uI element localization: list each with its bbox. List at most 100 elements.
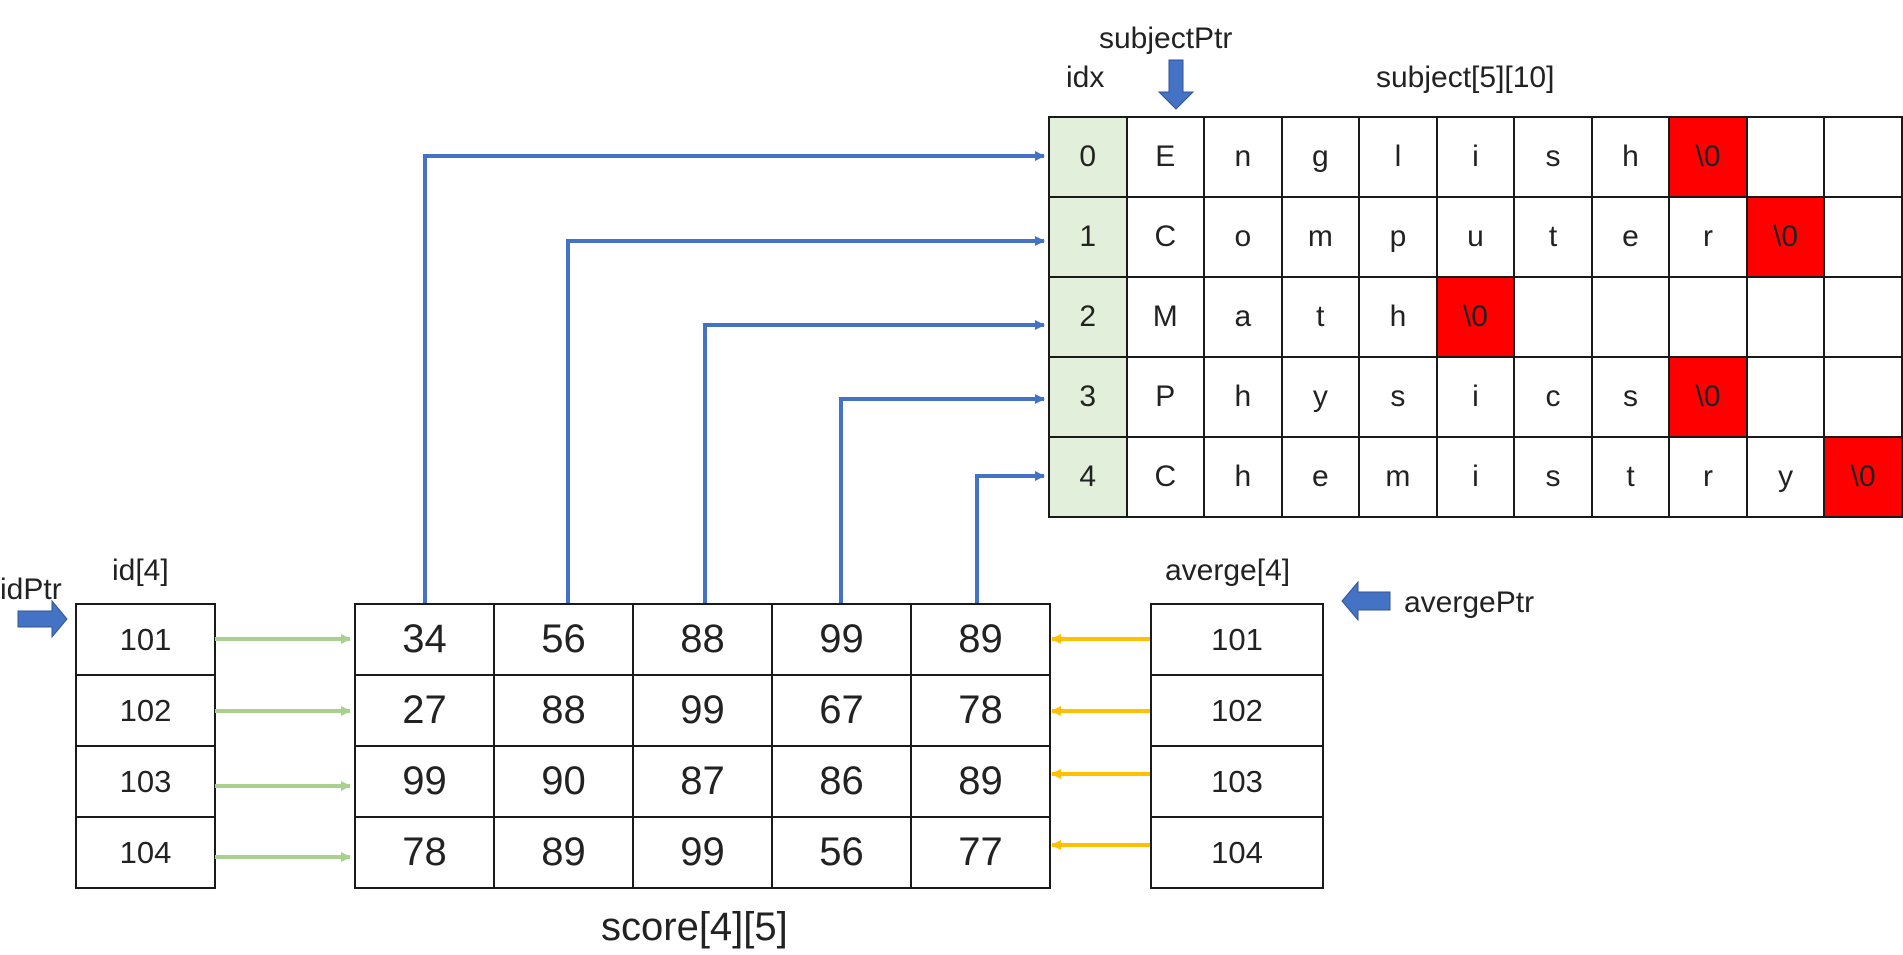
averge-cell: 101: [1150, 603, 1324, 676]
id-array-label: id[4]: [112, 554, 169, 587]
subject-char-cell: r: [1668, 196, 1748, 278]
score-cell: 78: [910, 674, 1051, 747]
id-cell: 102: [75, 674, 216, 747]
subject-char-cell: o: [1203, 196, 1283, 278]
subject-char-cell: m: [1358, 436, 1438, 518]
score-cell: 90: [493, 745, 634, 818]
subject-char-cell: e: [1280, 436, 1361, 518]
subject-char-cell: P: [1125, 356, 1206, 438]
subject-char-cell: y: [1280, 356, 1361, 438]
subject-ptr-arrow-icon: [1157, 59, 1195, 110]
subject-char-cell: E: [1125, 116, 1206, 198]
subject-char-cell: M: [1125, 276, 1206, 358]
score-col-2-to-subject-row-2-arrow: [703, 320, 1045, 603]
averge-ptr-arrow-icon: [1341, 580, 1391, 622]
subject-char-cell: h: [1358, 276, 1438, 358]
score-col-4-to-subject-row-4-arrow: [975, 471, 1045, 603]
score-cell: 87: [632, 745, 773, 818]
subject-char-cell: h: [1203, 356, 1283, 438]
subject-char-cell: [1823, 276, 1903, 358]
subject-char-cell: e: [1590, 196, 1671, 278]
subject-char-cell: l: [1358, 116, 1438, 198]
subject-char-cell: y: [1745, 436, 1826, 518]
subject-char-cell: [1823, 196, 1903, 278]
subject-idx-cell: 0: [1048, 116, 1128, 198]
subject-char-cell: h: [1590, 116, 1671, 198]
subject-char-cell: s: [1358, 356, 1438, 438]
subject-char-cell: h: [1203, 436, 1283, 518]
averge-row: 101: [1150, 603, 1324, 676]
score-col-3-to-subject-row-3-arrow: [839, 394, 1045, 603]
subject-char-cell: g: [1280, 116, 1361, 198]
averge-row: 103: [1150, 745, 1324, 818]
id-cell: 104: [75, 816, 216, 889]
subject-char-cell: i: [1435, 116, 1516, 198]
averge-row: 104: [1150, 816, 1324, 889]
subject-char-cell: [1590, 276, 1671, 358]
subject-char-cell: m: [1280, 196, 1361, 278]
subject-char-cell: p: [1358, 196, 1438, 278]
averge-cell: 104: [1150, 816, 1324, 889]
score-cell: 56: [771, 816, 912, 889]
subject-char-cell: [1668, 276, 1748, 358]
id-row: 104: [75, 816, 216, 889]
idx-label: idx: [1066, 61, 1105, 94]
score-col-0-to-subject-row-0-arrow: [423, 151, 1045, 603]
subject-char-cell: t: [1590, 436, 1671, 518]
score-cell: 86: [771, 745, 912, 818]
subject-char-cell: s: [1513, 116, 1593, 198]
id-row: 102: [75, 674, 216, 747]
subject-idx-cell: 1: [1048, 196, 1128, 278]
id-cell: 103: [75, 745, 216, 818]
id-ptr-arrow-icon: [17, 599, 68, 639]
averge-row: 102: [1150, 674, 1324, 747]
subject-char-cell: C: [1125, 196, 1206, 278]
subject-idx-cell: 3: [1048, 356, 1128, 438]
subject-idx-cell: 4: [1048, 436, 1128, 518]
id-ptr-label: idPtr: [0, 573, 62, 606]
subject-idx-cell: 2: [1048, 276, 1128, 358]
score-cell: 56: [493, 603, 634, 676]
subject-ptr-label: subjectPtr: [1099, 22, 1233, 55]
score-cell: 99: [632, 674, 773, 747]
null-terminator-cell: \0: [1745, 196, 1826, 278]
subject-char-cell: [1745, 356, 1826, 438]
score-cell: 67: [771, 674, 912, 747]
score-cell: 88: [493, 674, 634, 747]
score-cell: 89: [910, 603, 1051, 676]
score-cell: 99: [632, 816, 773, 889]
score-cell: 77: [910, 816, 1051, 889]
averge-array-label: averge[4]: [1165, 554, 1291, 587]
id-row: 103: [75, 745, 216, 818]
score-array-label: score[4][5]: [601, 905, 788, 949]
score-col-1-to-subject-row-1-arrow: [566, 236, 1045, 603]
subject-char-cell: i: [1435, 436, 1516, 518]
subject-char-cell: s: [1513, 436, 1593, 518]
score-cell: 99: [771, 603, 912, 676]
averge-ptr-label: avergePtr: [1404, 586, 1535, 619]
null-terminator-cell: \0: [1668, 116, 1748, 198]
subject-char-cell: a: [1203, 276, 1283, 358]
subject-char-cell: u: [1435, 196, 1516, 278]
subject-char-cell: [1513, 276, 1593, 358]
subject-char-cell: s: [1590, 356, 1671, 438]
score-cell: 99: [354, 745, 495, 818]
subject-char-cell: i: [1435, 356, 1516, 438]
id-row: 101: [75, 603, 216, 676]
null-terminator-cell: \0: [1823, 436, 1903, 518]
subject-char-cell: [1823, 356, 1903, 438]
subject-array-label: subject[5][10]: [1376, 61, 1555, 94]
subject-char-cell: c: [1513, 356, 1593, 438]
